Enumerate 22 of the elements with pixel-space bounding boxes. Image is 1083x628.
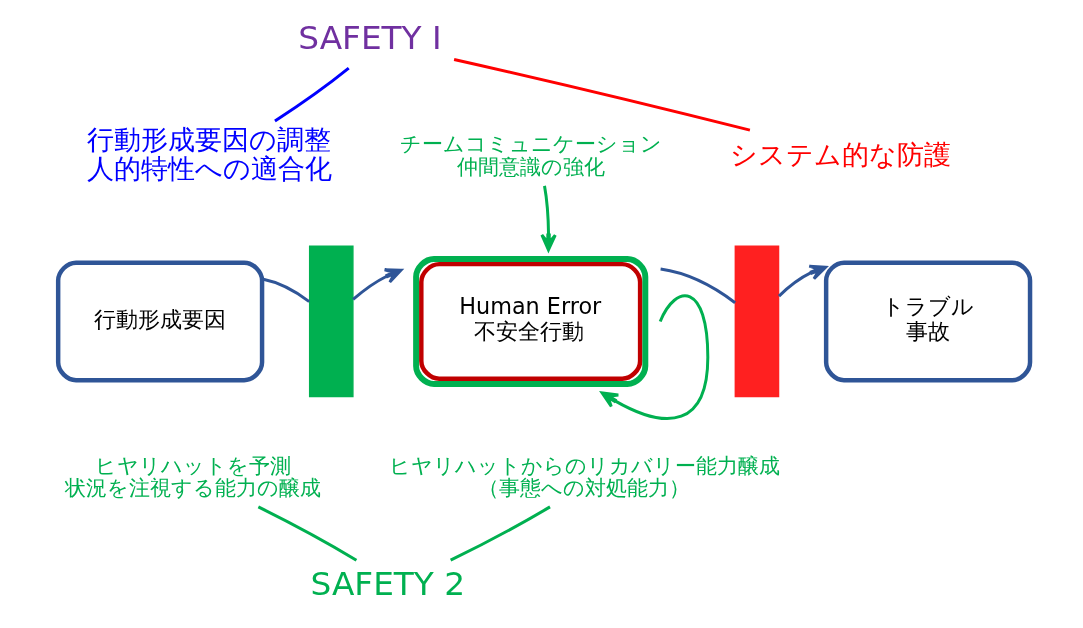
node-text: SAFETY 2 [310,565,466,604]
node-text: チームコミュニケーション 仲間意識の強化 [399,132,662,179]
arrow [352,268,403,301]
node-text: ヒヤリハットを予測 状況を注視する能力の醸成 [64,453,321,501]
connector [257,505,358,562]
connector [262,277,311,303]
node-text: SAFETY I [298,19,442,58]
node-box: 行動形成要因 [55,260,265,383]
node-text: 行動形成要因の調整 人的特性への適合化 [86,123,332,185]
connector [453,57,751,132]
node-box: Human Error 不安全行動 [413,255,649,387]
arrow [777,264,828,298]
node-text: システム的な防護 [729,138,951,170]
node-text: ヒヤリハットからのリカバリー能力醸成 （事態への対処能力） [388,453,780,501]
connector [660,267,736,304]
node-bar [308,245,354,398]
connector [449,505,551,562]
arrow [600,294,710,420]
node-box: トラブル 事故 [823,260,1033,383]
arrow [540,185,557,252]
node-bar [734,245,780,398]
connector [274,66,350,123]
